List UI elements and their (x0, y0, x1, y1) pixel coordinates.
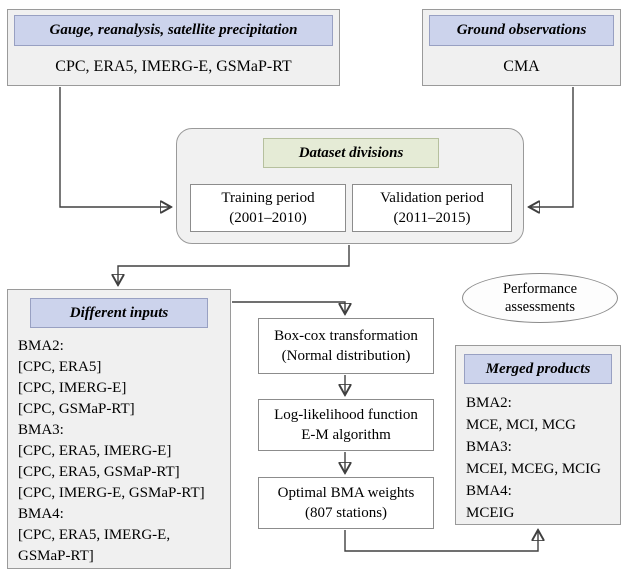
ground-observations-dataset: CMA (503, 58, 540, 75)
different-inputs-header-label: Different inputs (69, 304, 169, 321)
different-inputs-box: Different inputs BMA2: [CPC, ERA5] [CPC,… (7, 289, 231, 569)
box-cox-transformation-box: Box-cox transformation (Normal distribut… (258, 318, 434, 374)
list-item: [CPC, ERA5, GSMaP-RT] (18, 464, 180, 480)
list-item: [CPC, GSMaP-RT] (18, 401, 135, 417)
arrow-gauge-to-dataset (59, 87, 169, 207)
log-likelihood-box: Log-likelihood function E-M algorithm (258, 399, 434, 451)
gauge-satellite-header-label: Gauge, reanalysis, satellite precipitati… (49, 22, 298, 38)
log-likelihood-line2: E-M algorithm (301, 427, 391, 443)
arrow-dataset-to-inputs (118, 245, 350, 283)
arrow-optimal-to-merged (344, 530, 538, 552)
ground-observations-header: Ground observations (429, 15, 614, 46)
ground-observations-box: Ground observations CMA (422, 9, 621, 86)
arrow-inputs-to-boxcox (232, 301, 345, 312)
optimal-weights-line1: Optimal BMA weights (277, 484, 415, 501)
gauge-satellite-box: Gauge, reanalysis, satellite precipitati… (7, 9, 340, 86)
optimal-bma-weights-box: Optimal BMA weights (807 stations) (258, 477, 434, 529)
box-cox-line1: Box-cox transformation (274, 327, 418, 344)
dataset-divisions-header-label: Dataset divisions (298, 144, 404, 161)
training-period-line2: (2001–2010) (229, 210, 307, 226)
optimal-weights-line2: (807 stations) (304, 505, 388, 521)
list-item: [CPC, ERA5] (18, 359, 102, 375)
list-item: BMA3: (466, 439, 512, 455)
list-item: MCEIG (466, 505, 515, 521)
box-cox-line2: (Normal distribution) (281, 348, 411, 364)
dataset-divisions-header: Dataset divisions (263, 138, 439, 168)
merged-products-box: Merged products BMA2: MCE, MCI, MCG BMA3… (455, 345, 621, 525)
list-item: MCEI, MCEG, MCIG (466, 461, 602, 477)
list-item: BMA2: (18, 338, 64, 354)
list-item: BMA2: (466, 395, 512, 411)
performance-assessments-ellipse: Performance assessments (462, 273, 618, 323)
different-inputs-list: BMA2: [CPC, ERA5] [CPC, IMERG-E] [CPC, G… (18, 336, 228, 567)
list-item: BMA4: (466, 483, 512, 499)
list-item: GSMaP-RT] (18, 548, 94, 564)
gauge-satellite-header: Gauge, reanalysis, satellite precipitati… (14, 15, 333, 46)
list-item: [CPC, IMERG-E] (18, 380, 127, 396)
merged-products-header-label: Merged products (485, 360, 591, 377)
validation-period-line2: (2011–2015) (393, 210, 471, 226)
validation-period-line1: Validation period (380, 189, 484, 206)
merged-products-list: BMA2: MCE, MCI, MCG BMA3: MCEI, MCEG, MC… (466, 392, 618, 524)
log-likelihood-line1: Log-likelihood function (274, 406, 418, 423)
different-inputs-header: Different inputs (30, 298, 208, 328)
training-period-line1: Training period (221, 189, 315, 206)
arrow-ground-to-dataset (531, 87, 574, 207)
validation-period-box: Validation period (2011–2015) (352, 184, 512, 232)
list-item: [CPC, ERA5, IMERG-E, (18, 527, 171, 543)
list-item: [CPC, ERA5, IMERG-E] (18, 443, 172, 459)
performance-line1: Performance (502, 280, 578, 297)
list-item: MCE, MCI, MCG (466, 417, 577, 433)
list-item: [CPC, IMERG-E, GSMaP-RT] (18, 485, 205, 501)
gauge-satellite-datasets: CPC, ERA5, IMERG-E, GSMaP-RT (55, 58, 292, 75)
performance-line2: assessments (504, 299, 576, 315)
merged-products-header: Merged products (464, 354, 612, 384)
ground-observations-header-label: Ground observations (456, 22, 587, 38)
training-period-box: Training period (2001–2010) (190, 184, 346, 232)
list-item: BMA3: (18, 422, 64, 438)
list-item: BMA4: (18, 506, 64, 522)
